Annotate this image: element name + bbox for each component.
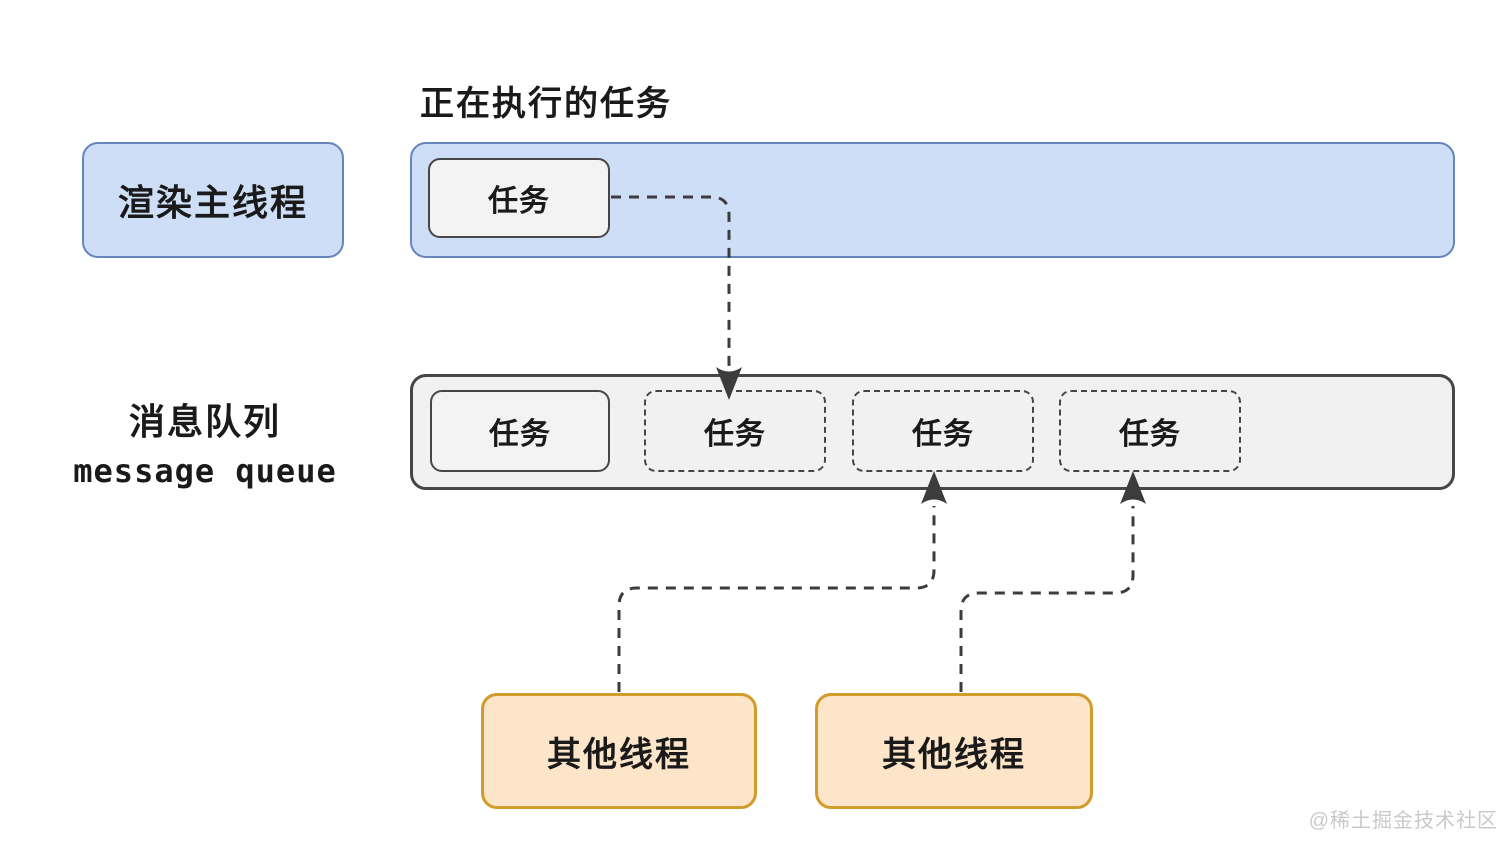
message-queue-label-cn: 消息队列 — [128, 401, 281, 442]
executing-task-title: 正在执行的任务 — [420, 85, 672, 123]
other-thread-box-right: 其他线程 — [815, 693, 1093, 809]
queue-task-label: 任务 — [912, 418, 974, 451]
other-thread-label: 其他线程 — [882, 735, 1026, 774]
queue-task-label: 任务 — [704, 418, 766, 451]
queue-task-slot: 任务 — [644, 390, 826, 472]
connector-left-thread-to-queue — [617, 506, 936, 692]
queue-task-label: 任务 — [1119, 418, 1181, 451]
queue-task-slot: 任务 — [852, 390, 1034, 472]
queue-task-label: 任务 — [489, 418, 551, 451]
other-thread-box-left: 其他线程 — [481, 693, 757, 809]
watermark: @稀土掘金技术社区 — [1308, 810, 1498, 832]
executing-task-box: 任务 — [428, 158, 610, 238]
message-queue-label-en: message queue — [73, 451, 337, 490]
other-thread-label: 其他线程 — [547, 735, 691, 774]
queue-task-slot: 任务 — [1059, 390, 1241, 472]
message-queue-label: 消息队列 message queue — [40, 398, 370, 492]
connector-right-thread-to-queue — [959, 506, 1135, 692]
executing-task-label: 任务 — [488, 185, 550, 218]
queue-task-slot: 任务 — [430, 390, 610, 472]
render-main-thread-box: 渲染主线程 — [82, 142, 344, 258]
render-main-thread-label: 渲染主线程 — [117, 182, 308, 223]
